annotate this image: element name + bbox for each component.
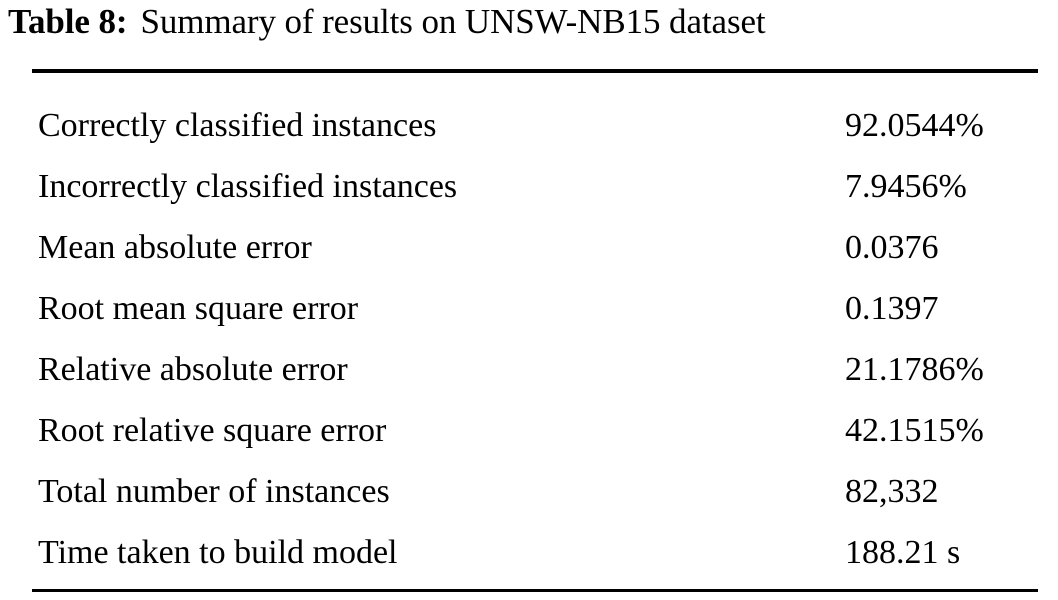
row-label: Total number of instances <box>38 473 390 510</box>
table-row: Total number of instances 82,332 <box>0 463 1058 524</box>
row-label: Incorrectly classified instances <box>38 168 458 205</box>
table-caption-label: Table 8: <box>8 2 128 41</box>
table-row: Root relative square error 42.1515% <box>0 402 1058 463</box>
table-body: Correctly classified instances 92.0544% … <box>0 97 1058 585</box>
row-value: 188.21 s <box>845 534 961 571</box>
table-row: Correctly classified instances 92.0544% <box>0 97 1058 158</box>
table-row: Time taken to build model 188.21 s <box>0 524 1058 585</box>
row-value: 0.0376 <box>845 229 939 266</box>
row-label: Root relative square error <box>38 412 387 449</box>
row-value: 7.9456% <box>845 168 967 205</box>
row-label: Relative absolute error <box>38 351 348 388</box>
table-row: Mean absolute error 0.0376 <box>0 219 1058 280</box>
table-caption-text: Summary of results on UNSW-NB15 dataset <box>140 2 766 41</box>
row-value: 92.0544% <box>845 107 984 144</box>
table-caption: Table 8: Summary of results on UNSW-NB15 … <box>8 0 1056 46</box>
row-value: 0.1397 <box>845 290 939 327</box>
table-row: Incorrectly classified instances 7.9456% <box>0 158 1058 219</box>
row-value: 82,332 <box>845 473 939 510</box>
row-label: Root mean square error <box>38 290 359 327</box>
row-label: Mean absolute error <box>38 229 312 266</box>
row-label: Time taken to build model <box>38 534 398 571</box>
row-value: 42.1515% <box>845 412 984 449</box>
table-row: Relative absolute error 21.1786% <box>0 341 1058 402</box>
table-row: Root mean square error 0.1397 <box>0 280 1058 341</box>
table-bottom-rule <box>32 589 1038 592</box>
row-label: Correctly classified instances <box>38 107 437 144</box>
table-top-rule <box>32 69 1038 73</box>
row-value: 21.1786% <box>845 351 984 388</box>
